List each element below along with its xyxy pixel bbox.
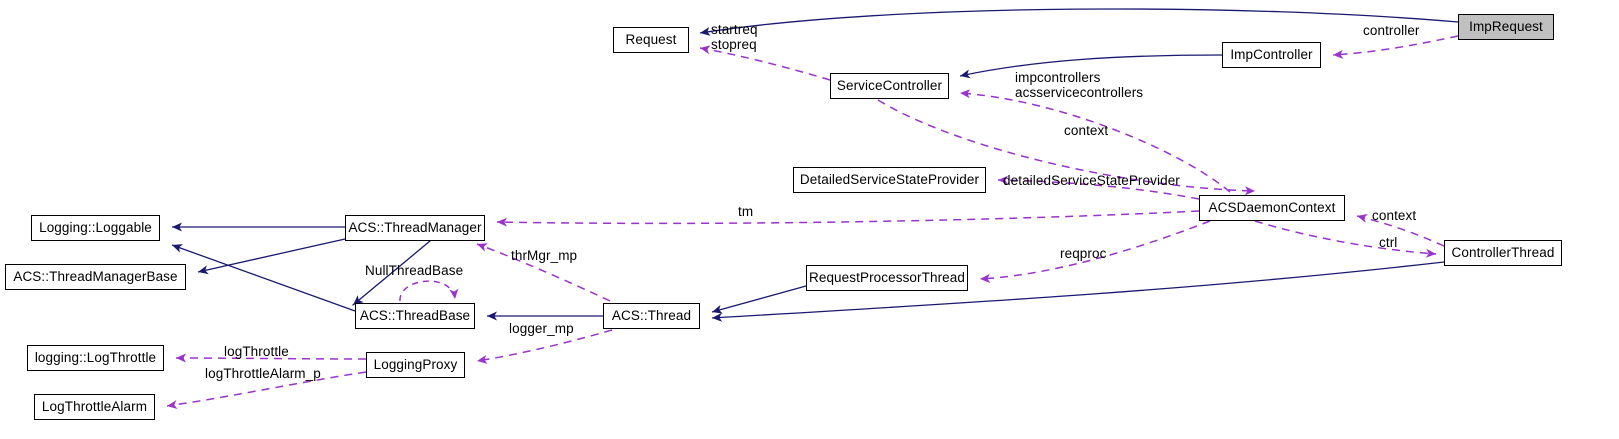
edge-label-nullthreadbase: NullThreadBase [365,263,464,278]
node-label: LoggingProxy [373,357,458,373]
edge-threadmanager-to-threadbase [352,240,431,306]
node-imprequest[interactable]: ImpRequest [1458,14,1554,40]
node-label: ACS::ThreadManagerBase [13,269,178,285]
edge-label-startreq-stopreq: startreq stopreq [711,22,758,53]
edge-imprequest-to-impcontroller [1332,35,1459,59]
edge-label-impcontrollers-acsservicecontrollers: impcontrollers acsservicecontrollers [1015,70,1144,101]
node-acs-threadmanagerbase[interactable]: ACS::ThreadManagerBase [5,264,186,290]
edge-label-reqproc: reqproc [1060,246,1107,261]
edge-reqprocthread-to-thread [711,285,807,314]
node-requestprocessorthread[interactable]: RequestProcessorThread [806,265,968,291]
node-logthrottlealarm[interactable]: LogThrottleAlarm [34,394,155,420]
node-acs-threadmanager[interactable]: ACS::ThreadManager [345,215,485,241]
edge-thread-to-loggingproxy [476,329,613,364]
edge-label-thrmgr-mp: thrMgr_mp [511,248,578,263]
edge-label-logger-mp: logger_mp [509,321,574,336]
edge-servicecontroller-to-acsdaemoncontext [877,99,1256,196]
node-label: ServiceController [836,78,943,94]
node-acsdaemoncontext[interactable]: ACSDaemonContext [1199,195,1345,221]
edge-threadbase-to-loggable [171,244,356,312]
edge-threadmanager-to-threadmanagerbase [197,238,346,275]
edge-thread-to-threadmanager [476,243,611,302]
edge-label-logthrottle: logThrottle [224,344,289,359]
edge-label-context-right: context [1372,208,1417,223]
edge-label-context-upper: context [1064,123,1109,138]
edge-controllerthread-to-thread [711,261,1445,322]
node-loggingproxy[interactable]: LoggingProxy [366,352,465,378]
edge-loggingproxy-to-logthrottle [175,353,367,363]
node-label: ImpController [1230,47,1313,63]
edge-imprequest-to-request [699,8,1459,36]
edge-servicecontroller-to-request [699,45,831,81]
node-controllerthread[interactable]: ControllerThread [1444,240,1562,266]
node-servicecontroller[interactable]: ServiceController [830,73,949,99]
inheritance-edges [171,8,1459,322]
node-label: ACS::ThreadManager [348,220,482,236]
node-label: Request [625,32,677,48]
node-label: ImpRequest [1469,19,1543,35]
edge-acsdaemoncontext-to-controllerthread [1254,220,1437,258]
node-label: LogThrottleAlarm [41,399,148,415]
edge-label-detailedservicestateprovider: detailedServiceStateProvider [1003,173,1180,188]
edge-acsdaemoncontext-to-dssp [997,175,1200,200]
node-detailedservicestateprovider[interactable]: DetailedServiceStateProvider [793,167,986,193]
edge-impcontroller-to-servicecontroller [959,54,1223,79]
edge-label-tm: tm [738,204,754,219]
node-request[interactable]: Request [613,27,689,53]
node-label: DetailedServiceStateProvider [799,172,980,188]
node-label: ACS::Thread [611,308,692,324]
node-label: ACSDaemonContext [1208,200,1336,216]
edge-label-logthrottlealarm-p: logThrottleAlarm_p [205,366,321,381]
edge-label-controller: controller [1363,23,1420,38]
node-impcontroller[interactable]: ImpController [1222,42,1321,68]
edge-acsdaemoncontext-to-servicecontroller [959,89,1231,193]
usage-edges [166,35,1459,410]
edge-controllerthread-to-acsdaemoncontext [1356,213,1445,247]
node-label: logging::LogThrottle [34,350,157,366]
node-logging-loggable[interactable]: Logging::Loggable [31,215,160,241]
node-acs-threadbase[interactable]: ACS::ThreadBase [355,303,475,329]
edge-acsdaemoncontext-to-reqprocthread [979,220,1211,283]
edge-loggingproxy-to-logthrottlealarm [166,371,367,410]
node-label: ACS::ThreadBase [359,308,471,324]
node-acs-thread[interactable]: ACS::Thread [603,303,700,329]
node-logging-logthrottle[interactable]: logging::LogThrottle [27,345,164,371]
edge-label-ctrl: ctrl [1379,235,1398,250]
node-label: ControllerThread [1451,245,1555,261]
edge-threadbase-self-nullthreadbase [399,280,459,302]
node-label: RequestProcessorThread [808,270,966,286]
edge-acsdaemoncontext-to-threadmanager [496,210,1200,227]
node-label: Logging::Loggable [39,220,152,236]
